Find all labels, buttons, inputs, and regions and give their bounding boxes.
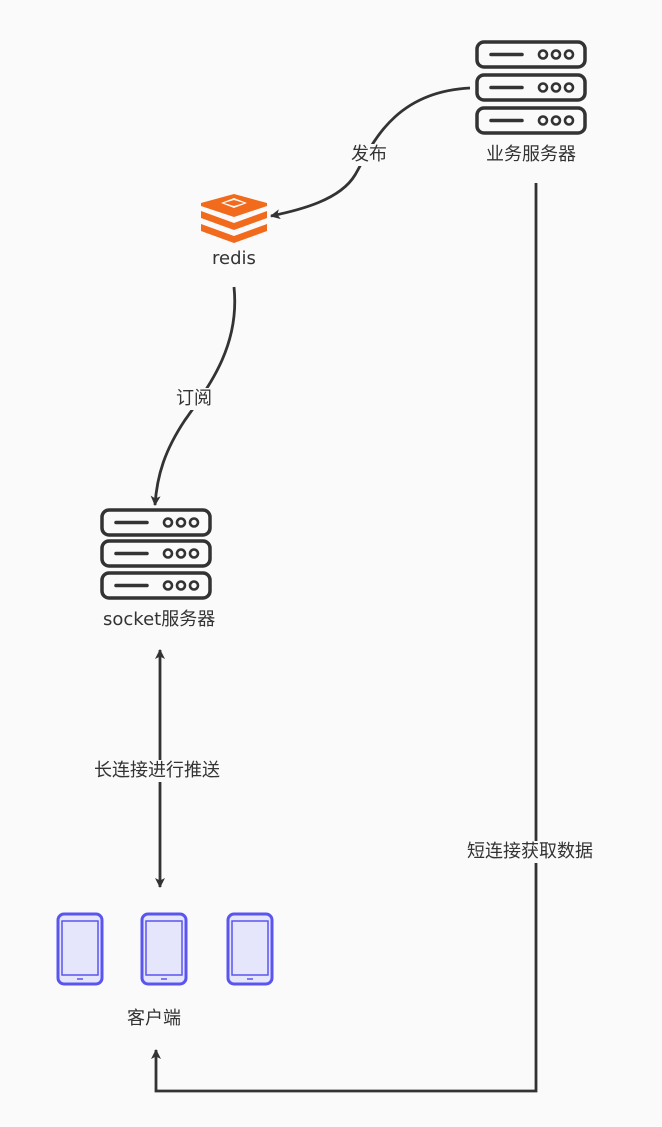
edge-publish	[270, 86, 471, 220]
edge-publish-label: 发布	[349, 144, 389, 166]
edge-subscribe	[150, 286, 237, 506]
edge-long-connection-label: 长连接进行推送	[92, 760, 222, 782]
business-server-label: 业务服务器	[486, 144, 576, 165]
socket-server-label: socket服务器	[103, 609, 216, 630]
phone-icon	[140, 912, 188, 986]
edge-subscribe-label: 订阅	[174, 388, 214, 410]
client-phones	[56, 912, 274, 986]
socket-server-icon	[100, 508, 212, 600]
business-server-icon	[475, 40, 587, 135]
phone-icon	[56, 912, 104, 986]
redis-label: redis	[212, 248, 256, 269]
phone-icon	[226, 912, 274, 986]
edge-short-connection	[151, 183, 538, 1093]
clients-label: 客户端	[127, 1008, 181, 1029]
edge-short-connection-label: 短连接获取数据	[465, 841, 595, 863]
redis-icon	[201, 194, 267, 243]
